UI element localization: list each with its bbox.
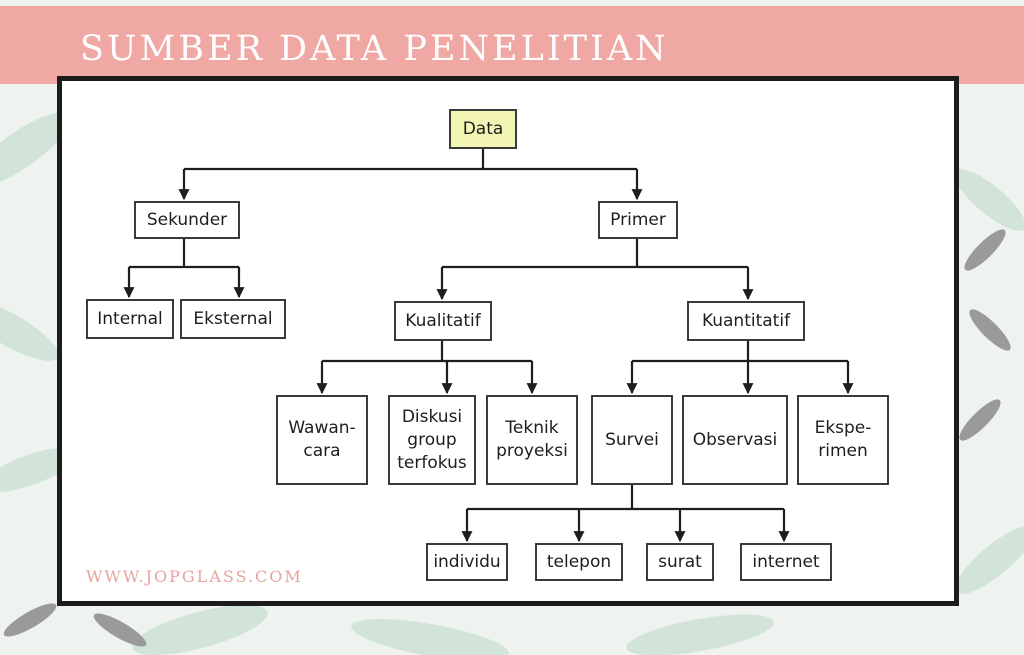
node-wawancara: Wawan- cara — [276, 395, 368, 485]
node-survei: Survei — [591, 395, 673, 485]
node-telepon: telepon — [535, 543, 623, 581]
node-internet: internet — [740, 543, 832, 581]
node-data: Data — [449, 109, 517, 149]
node-primer: Primer — [598, 201, 678, 239]
node-diskusi-group-terfokus: Diskusi group terfokus — [388, 395, 476, 485]
node-teknik-proyeksi: Teknik proyeksi — [486, 395, 578, 485]
title-banner: SUMBER DATA PENELITIAN — [0, 6, 1024, 84]
node-internal: Internal — [86, 299, 174, 339]
node-individu: individu — [426, 543, 508, 581]
node-sekunder: Sekunder — [134, 201, 240, 239]
node-kuantitatif: Kuantitatif — [687, 301, 805, 341]
node-eksperimen: Ekspe- rimen — [797, 395, 889, 485]
node-kualitatif: Kualitatif — [394, 301, 492, 341]
node-surat: surat — [646, 543, 714, 581]
node-eksternal: Eksternal — [180, 299, 286, 339]
diagram-panel: Data Sekunder Primer Internal Eksternal … — [57, 76, 959, 606]
node-observasi: Observasi — [682, 395, 788, 485]
page-title: SUMBER DATA PENELITIAN — [80, 26, 669, 72]
watermark: WWW.JOPGLASS.COM — [86, 567, 303, 586]
connector-lines — [62, 81, 954, 601]
